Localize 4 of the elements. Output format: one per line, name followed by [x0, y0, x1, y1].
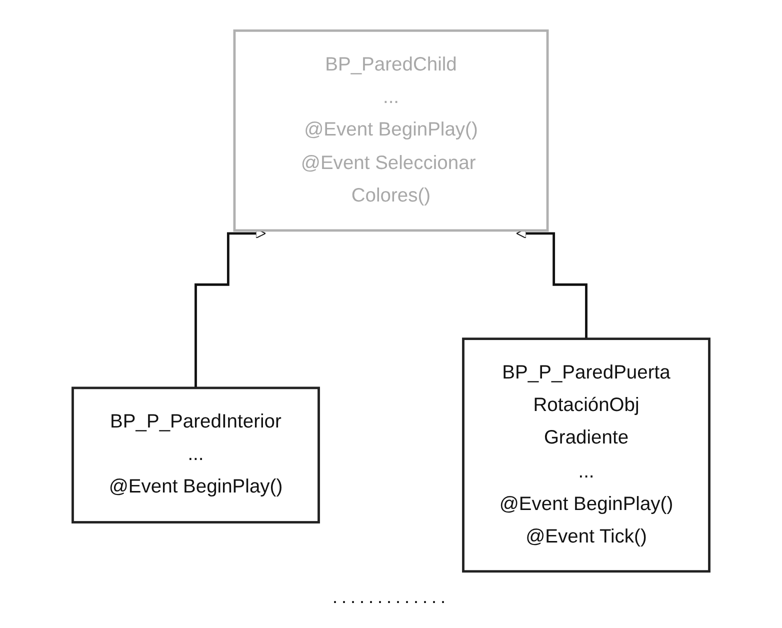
node-box: BP_P_ParedPuerta RotaciónObj Gradiente ... @Event BeginPlay() @Event Tick() [462, 337, 710, 572]
ellipsis-dots: ............. [332, 586, 450, 608]
node-box: BP_ParedChild ... @Event BeginPlay() @Event Seleccionar Colores() [233, 28, 549, 232]
node-box: BP_P_ParedInterior ... @Event BeginPlay() [72, 386, 320, 523]
